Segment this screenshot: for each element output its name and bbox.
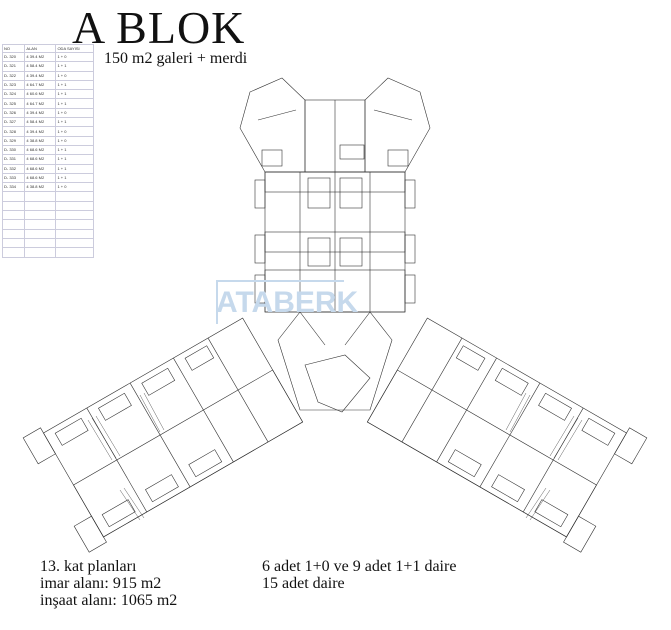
left-wing (22, 317, 304, 553)
central-lobby (277, 311, 393, 413)
block-subtitle: 150 m2 galeri + merdi (104, 50, 248, 67)
right-wing (366, 317, 648, 553)
unit-mix: 6 adet 1+0 ve 9 adet 1+1 daire (262, 558, 457, 575)
block-title: A BLOK (72, 2, 246, 53)
table-row (1, 247, 94, 258)
cell-no (1, 247, 26, 258)
cell-rooms (55, 247, 94, 258)
construction-area: inşaat alanı: 1065 m2 (40, 592, 178, 609)
watermark-logo: ATABERK (216, 286, 359, 319)
floor-notes: 13. kat planları imar alanı: 915 m2 inşa… (40, 558, 177, 609)
zoning-area: imar alanı: 915 m2 (40, 575, 162, 592)
floor-plan-label: 13. kat planları (40, 558, 137, 575)
balcony-hatching (87, 392, 583, 521)
cell-area (24, 247, 57, 258)
top-units (239, 77, 431, 173)
watermark-frame (216, 280, 344, 324)
unit-total: 15 adet daire (262, 575, 345, 592)
unit-summary: 6 adet 1+0 ve 9 adet 1+1 daire 15 adet d… (262, 558, 456, 592)
